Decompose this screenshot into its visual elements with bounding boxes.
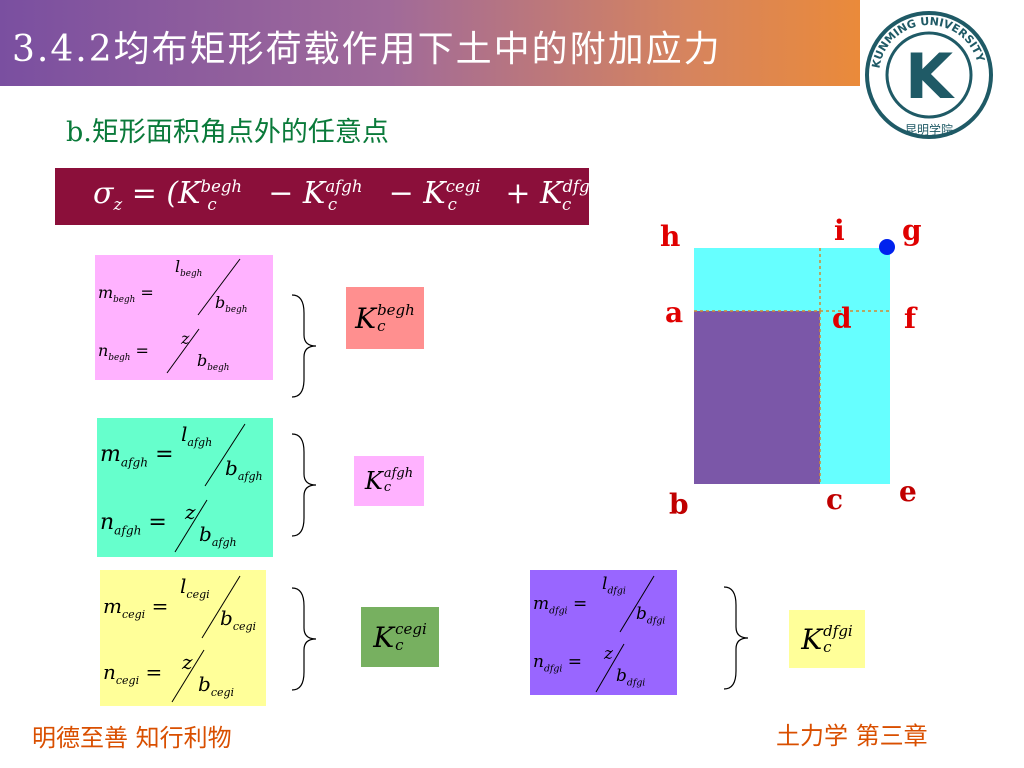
slide-title: 3.4.2均布矩形荷载作用下土中的附加应力	[12, 29, 722, 70]
z-begh: z	[181, 329, 190, 348]
z-dfgi: z	[604, 644, 613, 664]
cegi-n-slash	[171, 649, 205, 703]
b-afgh-1: bafgh	[225, 456, 263, 483]
b-begh-2: bbegh	[197, 351, 230, 374]
label-a: a	[665, 296, 684, 329]
l-cegi: lcegi	[180, 574, 210, 601]
b-cegi-1: bcegi	[220, 606, 257, 633]
footer-course: 土力学 第三章	[776, 722, 928, 750]
begh-brace	[291, 294, 317, 398]
logo-seal-text: 昆明学院	[905, 122, 953, 137]
l-begh: lbegh	[175, 257, 203, 280]
label-c: c	[826, 483, 844, 516]
title-banner: 3.4.2均布矩形荷载作用下土中的附加应力	[0, 0, 860, 86]
cegi-ratio-box: mcegi = lcegi bcegi ncegi = z bcegi	[100, 570, 266, 706]
sigma-formula: σz = (Kbeghc − Kafghc − Kcegic + Kdfgic)…	[93, 176, 652, 214]
rectangle-diagram	[694, 239, 895, 484]
n-afgh-row: nafgh =	[100, 510, 167, 538]
n-cegi-row: ncegi =	[103, 660, 163, 687]
l-dfgi: ldfgi	[602, 574, 626, 597]
afgh-n-slash	[174, 499, 208, 553]
label-d: d	[832, 302, 852, 335]
begh-n-slash	[166, 328, 200, 374]
label-b: b	[669, 488, 689, 521]
l-afgh: lafgh	[181, 422, 213, 449]
logo-k-letter: K	[905, 40, 955, 113]
z-cegi: z	[182, 650, 193, 674]
footer-motto: 明德至善 知行利物	[32, 724, 232, 752]
cegi-m-slash	[201, 575, 241, 639]
section-subtitle: b.矩形面积角点外的任意点	[66, 117, 389, 148]
z-afgh: z	[185, 500, 196, 524]
b-dfgi-1: bdfgi	[636, 604, 666, 627]
dfgi-m-slash	[619, 575, 655, 633]
label-e: e	[899, 475, 917, 508]
b-begh-1: bbegh	[215, 293, 248, 316]
label-i: i	[834, 214, 845, 247]
main-formula: σz = (Kbeghc − Kafghc − Kcegic + Kdfgic)…	[55, 168, 652, 225]
dfgi-n-slash	[595, 643, 625, 693]
cegi-brace	[291, 587, 317, 691]
label-h: h	[660, 220, 681, 253]
afgh-ratio-box: mafgh = lafgh bafgh nafgh = z bafgh	[97, 418, 273, 557]
m-afgh-row: mafgh =	[100, 442, 174, 470]
b-dfgi-2: bdfgi	[616, 666, 646, 689]
label-g: g	[902, 214, 922, 247]
dfgi-ratio-box: mdfgi = ldfgi bdfgi ndfgi = z bdfgi	[530, 570, 677, 695]
begh-ratio-box: mbegh = lbegh bbegh nbegh = z bbegh	[95, 255, 273, 380]
inner-rectangle	[694, 311, 820, 484]
b-afgh-2: bafgh	[199, 522, 237, 549]
n-begh-row: nbegh =	[98, 341, 149, 364]
n-dfgi-row: ndfgi =	[533, 652, 583, 675]
university-logo: KUNMING UNIVERSITY K 昆明学院	[862, 0, 1024, 155]
label-f: f	[904, 302, 917, 335]
m-begh-row: mbegh =	[98, 283, 154, 306]
m-cegi-row: mcegi =	[103, 594, 169, 621]
afgh-brace	[291, 433, 317, 537]
afgh-m-slash	[204, 423, 246, 487]
point-g-marker	[879, 239, 895, 255]
b-cegi-2: bcegi	[198, 672, 235, 699]
begh-m-slash	[197, 258, 241, 316]
m-dfgi-row: mdfgi =	[533, 594, 588, 617]
dfgi-brace	[723, 586, 749, 690]
